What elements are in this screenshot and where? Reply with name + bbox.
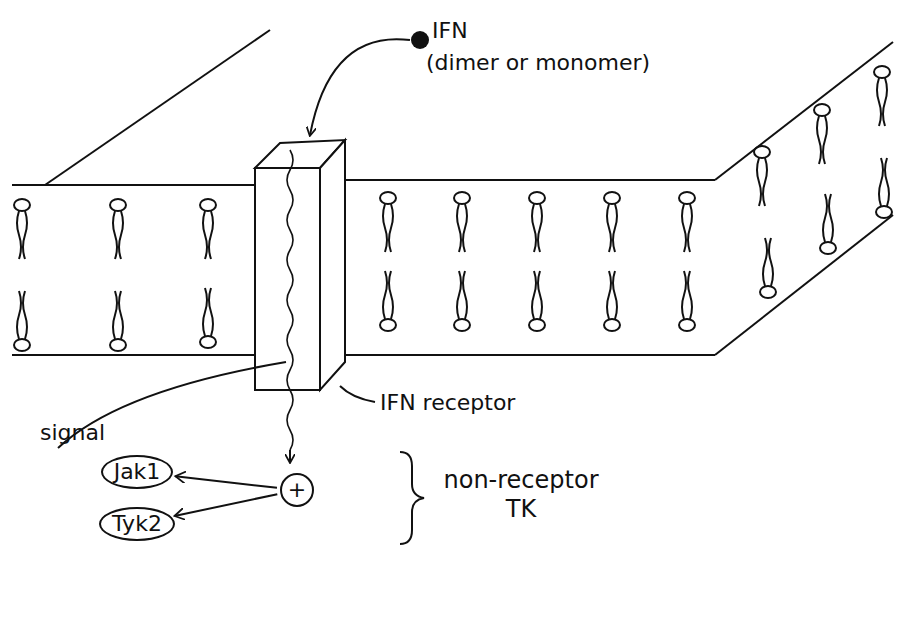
lipid-head — [110, 199, 126, 211]
lipid-tail — [532, 204, 536, 252]
lipid-tail — [607, 204, 611, 252]
lipid-tail — [885, 158, 889, 206]
lipid-tail — [607, 271, 611, 319]
lipid-head — [454, 319, 470, 331]
lipid-head — [529, 319, 545, 331]
lipid-tail — [389, 271, 393, 319]
lipid-tail — [209, 211, 213, 259]
kinase-ellipse: Tyk2 — [99, 507, 175, 541]
lipid-tail — [389, 204, 393, 252]
node-text: Tyk2 — [112, 512, 162, 536]
lipid-head — [14, 199, 30, 211]
lipid-tail — [17, 211, 21, 259]
lipid-head — [529, 192, 545, 204]
annotation-label: IFN receptor — [380, 390, 515, 416]
kinase-ellipse: Jak1 — [101, 455, 174, 489]
lipid-tail — [823, 116, 827, 164]
lipid-tail — [763, 238, 767, 286]
lipid-tail — [203, 211, 207, 259]
activation-arrow — [175, 494, 278, 516]
lipid-tail — [23, 211, 27, 259]
lipid-head — [874, 66, 890, 78]
annotation-label: IFN — [432, 18, 468, 44]
lipid-head — [679, 192, 695, 204]
lipid-tail — [17, 291, 21, 339]
activation-arrow — [175, 476, 277, 488]
lipid-head — [679, 319, 695, 331]
annotation-label: signal — [40, 420, 105, 446]
lipid-head — [380, 319, 396, 331]
lipid-tail — [763, 158, 767, 206]
lipid-tail — [203, 288, 207, 336]
lipid-head — [380, 192, 396, 204]
lipid-tail — [682, 271, 686, 319]
annotation-label: non-receptor TK — [436, 466, 606, 524]
lipid-tail — [383, 204, 387, 252]
lipid-tail — [688, 271, 692, 319]
node-text: Jak1 — [114, 460, 161, 484]
lipid-head — [604, 319, 620, 331]
lipid-tail — [769, 238, 773, 286]
plus-circle: + — [280, 473, 314, 507]
lipid-tail — [532, 271, 536, 319]
lipid-tail — [817, 116, 821, 164]
lipid-head — [14, 339, 30, 351]
lipid-tail — [879, 158, 883, 206]
lipid-tail — [383, 271, 387, 319]
lipid-tail — [829, 194, 833, 242]
lipid-tail — [209, 288, 213, 336]
lipid-tail — [538, 204, 542, 252]
lipid-tail — [457, 204, 461, 252]
lipid-head — [876, 206, 892, 218]
lipid-tail — [463, 204, 467, 252]
lipid-tail — [119, 211, 123, 259]
lipid-tail — [463, 271, 467, 319]
lipid-tail — [823, 194, 827, 242]
lipid-tail — [682, 204, 686, 252]
lipid-tail — [883, 78, 887, 126]
lipid-tail — [613, 204, 617, 252]
lipid-tail — [877, 78, 881, 126]
lipid-head — [604, 192, 620, 204]
lipid-head — [814, 104, 830, 116]
lipid-tail — [538, 271, 542, 319]
lipid-head — [200, 336, 216, 348]
lipid-tail — [688, 204, 692, 252]
lipid-tail — [613, 271, 617, 319]
lipid-head — [200, 199, 216, 211]
lipid-tail — [457, 271, 461, 319]
annotation-label: (dimer or monomer) — [426, 50, 650, 76]
lipid-head — [454, 192, 470, 204]
lipid-head — [110, 339, 126, 351]
lipid-head — [760, 286, 776, 298]
lipid-tail — [23, 291, 27, 339]
node-text: + — [288, 478, 306, 502]
lipid-tail — [113, 291, 117, 339]
lipid-tail — [757, 158, 761, 206]
lipid-head — [820, 242, 836, 254]
lipid-tail — [113, 211, 117, 259]
lipid-tail — [119, 291, 123, 339]
